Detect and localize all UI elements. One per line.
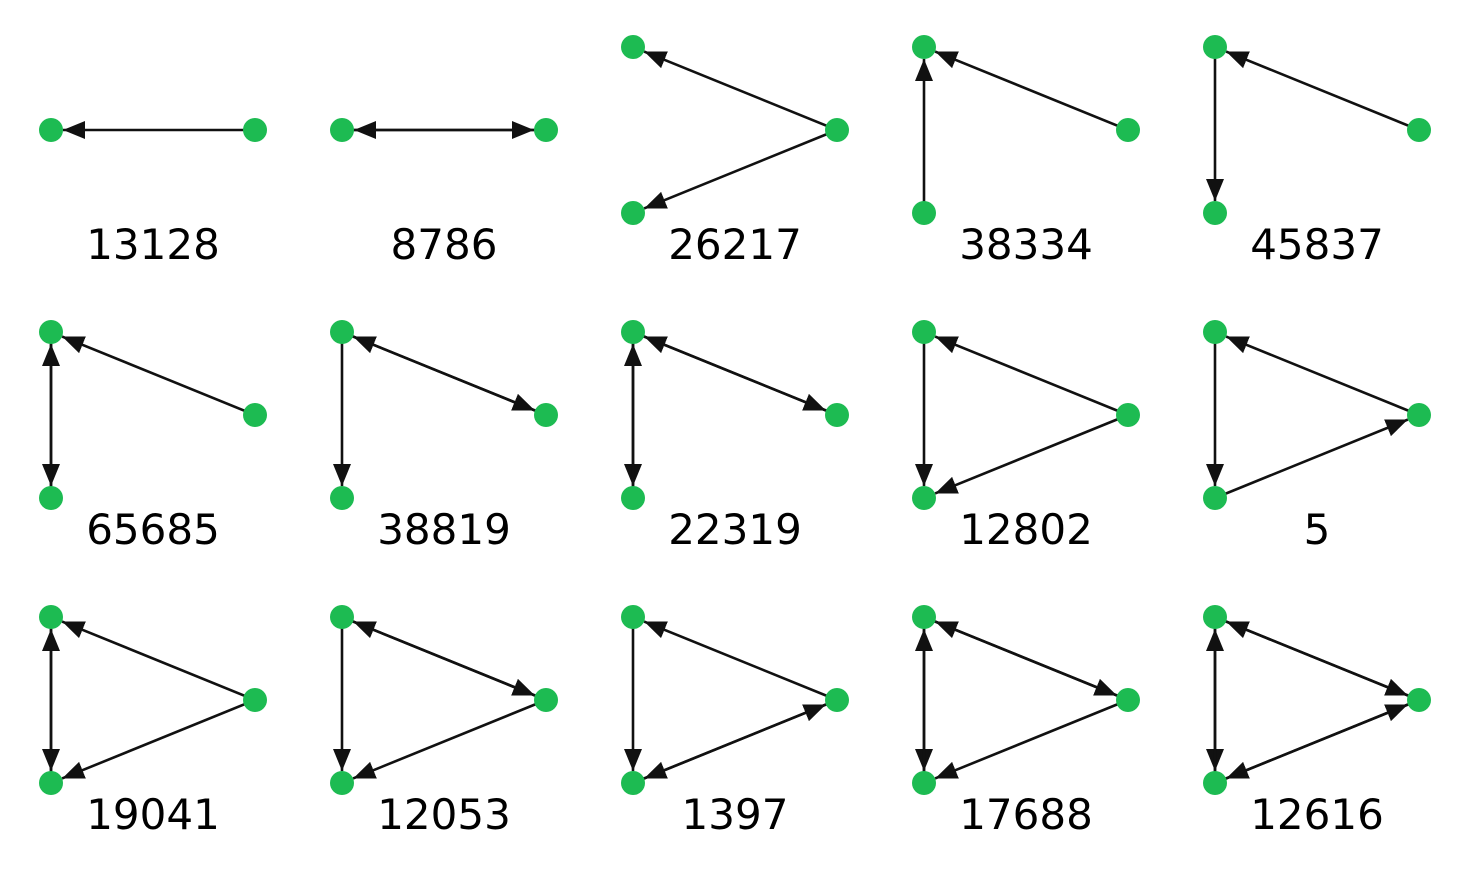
- motif-8786: 8786: [330, 118, 558, 269]
- node-B: [243, 688, 267, 712]
- motif-5: 5: [1203, 320, 1431, 554]
- motif-label: 12802: [959, 505, 1093, 554]
- node-C: [912, 771, 936, 795]
- node-B: [1407, 688, 1431, 712]
- motif-label: 8786: [391, 220, 498, 269]
- node-B: [534, 403, 558, 427]
- node-A: [621, 605, 645, 629]
- edge-A-to-B: [341, 615, 536, 697]
- motif-label: 45837: [1250, 220, 1384, 269]
- node-A: [1203, 605, 1227, 629]
- motif-label: 38819: [377, 505, 511, 554]
- edge-B-to-A: [934, 335, 1129, 417]
- node-B: [1116, 118, 1140, 142]
- node-C: [621, 486, 645, 510]
- node-C: [39, 771, 63, 795]
- motif-19041: 19041: [39, 605, 267, 839]
- node-B: [534, 118, 558, 142]
- node-C: [39, 486, 63, 510]
- edge-B-to-A: [643, 50, 838, 132]
- node-C: [912, 201, 936, 225]
- motif-26217: 26217: [621, 35, 849, 269]
- node-B: [1116, 403, 1140, 427]
- motif-12053: 12053: [330, 605, 558, 839]
- edge-B-to-C: [643, 128, 838, 210]
- node-A: [912, 605, 936, 629]
- edge-B-to-A: [61, 620, 256, 702]
- motif-1397: 1397: [621, 605, 849, 839]
- node-C: [912, 486, 936, 510]
- edge-A-to-B: [1214, 615, 1409, 697]
- node-B: [1407, 403, 1431, 427]
- node-B: [825, 688, 849, 712]
- motif-13128: 13128: [39, 118, 267, 269]
- motif-label: 12053: [377, 790, 511, 839]
- node-A: [621, 35, 645, 59]
- motif-12802: 12802: [912, 320, 1140, 554]
- node-C: [621, 771, 645, 795]
- motif-12616: 12616: [1203, 605, 1431, 839]
- edge-B-to-C: [643, 698, 838, 780]
- node-C: [330, 486, 354, 510]
- motif-label: 19041: [86, 790, 220, 839]
- motif-22319: 22319: [621, 320, 849, 554]
- node-A: [330, 605, 354, 629]
- edge-B-to-C: [934, 413, 1129, 495]
- node-A: [39, 118, 63, 142]
- motif-label: 1397: [682, 790, 789, 839]
- motif-38819: 38819: [330, 320, 558, 554]
- node-A: [1203, 320, 1227, 344]
- node-A: [912, 35, 936, 59]
- node-B: [243, 118, 267, 142]
- node-C: [1203, 201, 1227, 225]
- edge-B-to-A: [1225, 335, 1420, 417]
- node-C: [621, 201, 645, 225]
- motif-label: 5: [1304, 505, 1331, 554]
- node-A: [912, 320, 936, 344]
- node-B: [534, 688, 558, 712]
- edge-B-to-A: [61, 335, 256, 417]
- node-A: [330, 320, 354, 344]
- edge-B-to-A: [934, 50, 1129, 132]
- node-C: [330, 771, 354, 795]
- motif-label: 22319: [668, 505, 802, 554]
- node-B: [1116, 688, 1140, 712]
- motif-45837: 45837: [1203, 35, 1431, 269]
- node-A: [621, 320, 645, 344]
- motif-label: 12616: [1250, 790, 1384, 839]
- motif-38334: 38334: [912, 35, 1140, 269]
- edge-B-to-C: [352, 698, 547, 780]
- node-B: [825, 403, 849, 427]
- motif-17688: 17688: [912, 605, 1140, 839]
- motif-label: 65685: [86, 505, 220, 554]
- node-B: [243, 403, 267, 427]
- node-A: [39, 320, 63, 344]
- motif-label: 13128: [86, 220, 220, 269]
- node-B: [1407, 118, 1431, 142]
- motif-label: 26217: [668, 220, 802, 269]
- edge-B-to-A: [1225, 50, 1420, 132]
- motif-65685: 65685: [39, 320, 267, 554]
- edge-C-to-B: [1214, 418, 1409, 500]
- motif-label: 38334: [959, 220, 1093, 269]
- node-A: [39, 605, 63, 629]
- edge-B-to-C: [934, 698, 1129, 780]
- edge-B-to-A: [643, 620, 838, 702]
- edge-C-to-B: [1214, 703, 1409, 785]
- node-C: [1203, 486, 1227, 510]
- edge-A-to-B: [632, 330, 827, 412]
- motif-label: 17688: [959, 790, 1093, 839]
- edge-B-to-C: [61, 698, 256, 780]
- node-B: [825, 118, 849, 142]
- node-A: [330, 118, 354, 142]
- edge-A-to-B: [923, 615, 1118, 697]
- node-A: [1203, 35, 1227, 59]
- node-C: [1203, 771, 1227, 795]
- edge-A-to-B: [341, 330, 536, 412]
